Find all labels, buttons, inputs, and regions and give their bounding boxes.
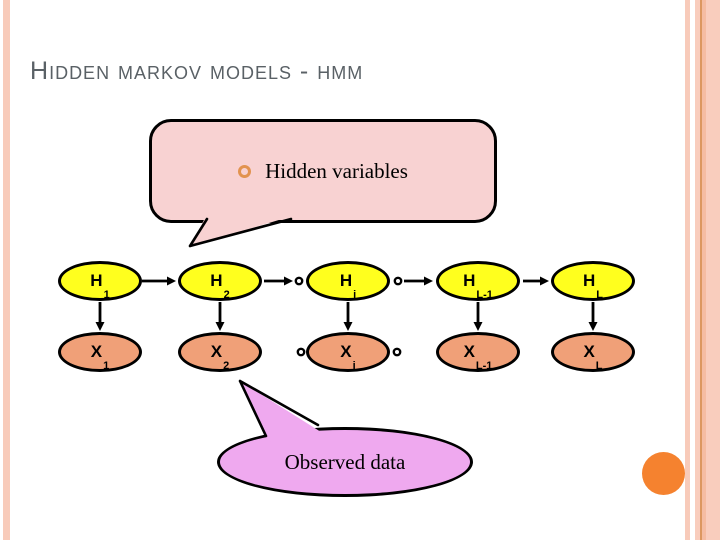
slide-title: Hidden Markov Models - HMM — [30, 57, 364, 85]
node-main-label: H — [210, 271, 223, 290]
right-edge-stripe-thin — [685, 0, 690, 540]
right-edge-stripe-medium-line — [702, 0, 706, 540]
left-edge-stripe — [3, 0, 10, 540]
node-main-label: H — [90, 271, 103, 290]
accent-circle — [642, 452, 685, 495]
ellipsis-ring-icon — [392, 347, 402, 357]
node-sub-label: L — [596, 289, 603, 301]
ellipsis-ring-icon — [294, 276, 304, 286]
right-edge-stripe-dark-line — [700, 0, 702, 540]
node-main-label: X — [90, 342, 103, 361]
node-main-label: H — [339, 271, 353, 290]
node-sub-label: L-1 — [475, 360, 493, 372]
node-main-label: H — [582, 271, 596, 290]
node-sub-label: 1 — [103, 360, 110, 372]
node-main-label: X — [210, 342, 223, 361]
ring-bullet-icon — [238, 164, 252, 178]
node-sub-label: 2 — [223, 360, 230, 372]
observed-data-label: Observed data — [284, 449, 406, 474]
node-main-label: X — [583, 342, 595, 361]
ellipsis-ring-icon — [393, 276, 403, 286]
observed-data-callout: Observed data — [217, 427, 473, 497]
ellipsis-ring-icon — [296, 347, 306, 357]
node-sub-label: i — [353, 289, 357, 301]
node-main-label: H — [463, 271, 476, 290]
node-sub-label: 2 — [223, 289, 230, 301]
node-main-label: X — [463, 342, 475, 361]
node-sub-label: L-1 — [476, 289, 493, 301]
right-edge-stripe-band — [695, 0, 720, 540]
node-sub-label: i — [352, 360, 356, 372]
hidden-variables-callout: Hidden variables — [149, 119, 497, 223]
hidden-variables-label: Hidden variables — [265, 158, 408, 183]
node-sub-label: L — [595, 360, 603, 372]
node-main-label: X — [340, 342, 352, 361]
node-sub-label: 1 — [103, 289, 110, 301]
